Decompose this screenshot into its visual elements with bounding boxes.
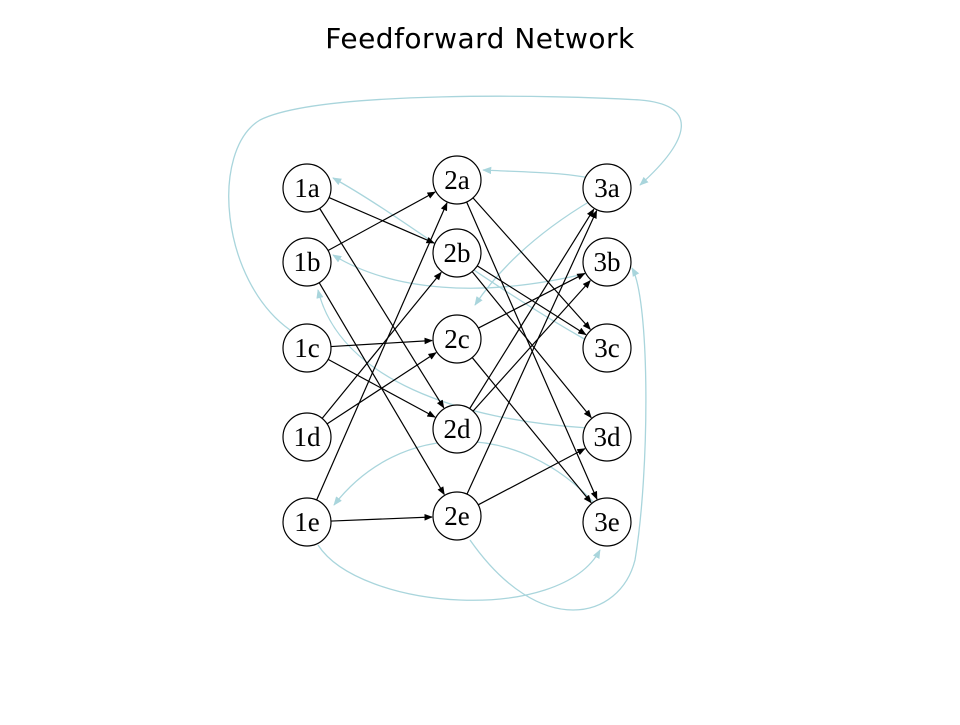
node-label-3a: 3a [594,173,620,203]
node-2c: 2c [432,314,482,364]
diagram-title: Feedforward Network [325,22,635,55]
feedback-edge-3a-to-2a [482,166,591,179]
edge-2d-to-3b [472,279,591,412]
node-3b: 3b [582,237,632,287]
node-2a: 2a [432,155,482,205]
node-label-1e: 1e [294,507,320,537]
node-label-2e: 2e [444,501,470,531]
node-2b: 2b [432,228,482,278]
node-2d: 2d [432,404,482,454]
node-label-3e: 3e [594,507,620,537]
node-circle-1c [282,323,332,373]
edge-2c-to-3e [471,357,592,504]
node-circle-1b [282,237,332,287]
node-1b: 1b [282,237,332,287]
node-2e: 2e [432,491,482,541]
node-label-2a: 2a [444,165,470,195]
edge-2e-to-3d [477,448,586,506]
node-circle-3c [582,323,632,373]
edge-1d-to-2b [321,271,442,419]
feedback-edge-1e-to-3e [317,544,601,601]
node-circle-3b [582,237,632,287]
feedback-edge-3d-to-1c [316,289,589,429]
feedback-edge-1c-to-3a [228,95,682,331]
edge-1d-to-2c [326,352,437,425]
node-label-3d: 3d [594,422,622,452]
edge-1c-to-2c [330,337,433,348]
edge-1a-to-2d [319,208,445,409]
node-circle-2b [432,228,482,278]
node-3a: 3a [582,163,632,213]
node-circle-1d [282,412,332,462]
node-label-2d: 2d [444,414,472,444]
feedback-edge-3a-to-2c [474,199,593,306]
node-circle-3e [582,497,632,547]
node-label-1b: 1b [294,247,321,277]
node-3e: 3e [582,497,632,547]
node-label-1a: 1a [294,173,320,203]
node-circle-1e [282,497,332,547]
node-label-1c: 1c [294,333,320,363]
node-label-2b: 2b [444,238,471,268]
node-1c: 1c [282,323,332,373]
node-label-3b: 3b [594,247,621,277]
node-3d: 3d [582,412,632,462]
edge-2a-to-3e [466,201,598,500]
node-circle-2c [432,314,482,364]
edge-1e-to-2e [330,513,433,522]
node-1d: 1d [282,412,332,462]
node-label-2c: 2c [444,324,470,354]
node-circle-3d [582,412,632,462]
node-circle-3a [582,163,632,213]
edge-2e-to-3a [466,209,598,495]
node-3c: 3c [582,323,632,373]
edge-1e-to-2a [316,202,448,501]
edge-2d-to-3a [469,208,595,409]
node-1a: 1a [282,163,332,213]
edge-2b-to-3d [471,271,592,419]
node-circle-2a [432,155,482,205]
node-circle-2d [432,404,482,454]
node-label-1d: 1d [294,422,322,452]
node-circle-2e [432,491,482,541]
edge-2c-to-3b [478,272,586,329]
forward-connections [316,191,598,522]
node-circle-1a [282,163,332,213]
nodes: 1a 1b 1c 1d 1e 2a 2b 2c 2d 2e 3a 3b 3c 3d 3e [282,155,632,547]
edge-1a-to-2b [328,196,435,244]
edge-2a-to-3c [472,197,591,330]
node-label-3c: 3c [594,333,620,363]
node-1e: 1e [282,497,332,547]
feedback-edge-2e-to-3b [469,267,647,611]
edge-1b-to-2a [327,191,436,252]
